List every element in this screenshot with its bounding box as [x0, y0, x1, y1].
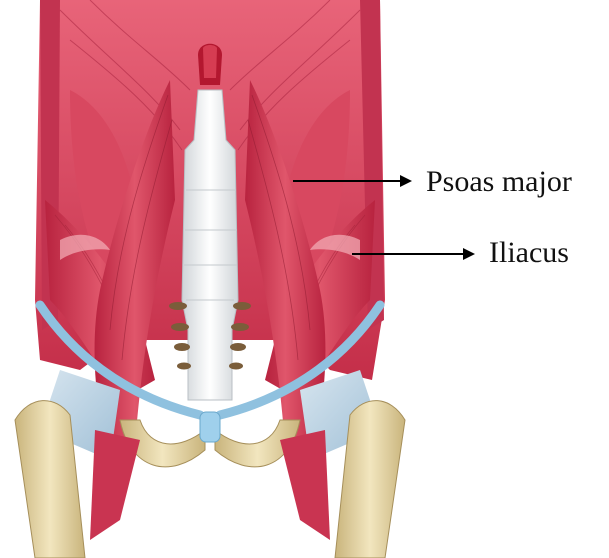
psoas-major-label: Psoas major — [426, 167, 572, 197]
pelvis-bone — [120, 412, 300, 467]
iliacus-label: Iliacus — [489, 238, 569, 268]
aorta — [198, 44, 222, 85]
lower-muscle-insertions — [90, 430, 330, 540]
